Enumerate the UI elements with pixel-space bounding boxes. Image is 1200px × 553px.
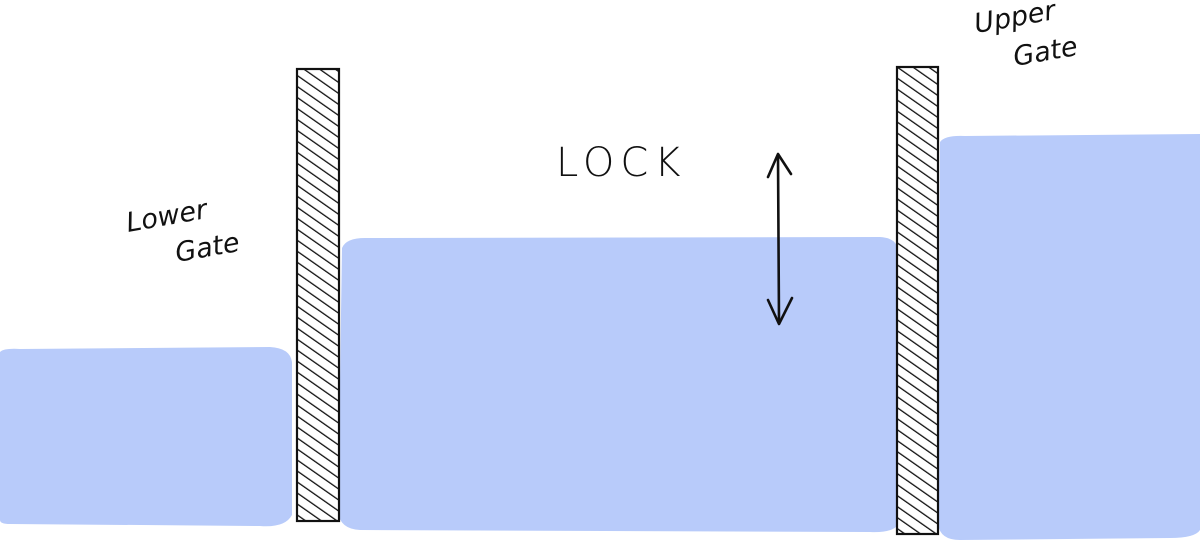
lower-gate-hatch [297,69,339,521]
upper-gate-label-line1: Upper [972,0,1060,40]
upper-gate-outline [895,65,940,536]
lower-gate [295,67,341,523]
upper-gate [895,65,940,536]
double-headed-vertical-arrow-icon [766,152,794,326]
lower-gate-label-line2: Gate [173,227,242,269]
lower-water [0,347,292,527]
lock-title: LOCK [556,140,687,186]
lower-gate-outline [295,67,341,523]
upper-gate-hatch [897,67,938,534]
lock-chamber-water [338,237,898,533]
lower-gate-label-line1: Lower [124,194,211,239]
upper-gate-label-line2: Gate [1011,31,1080,73]
upper-water [938,134,1200,540]
